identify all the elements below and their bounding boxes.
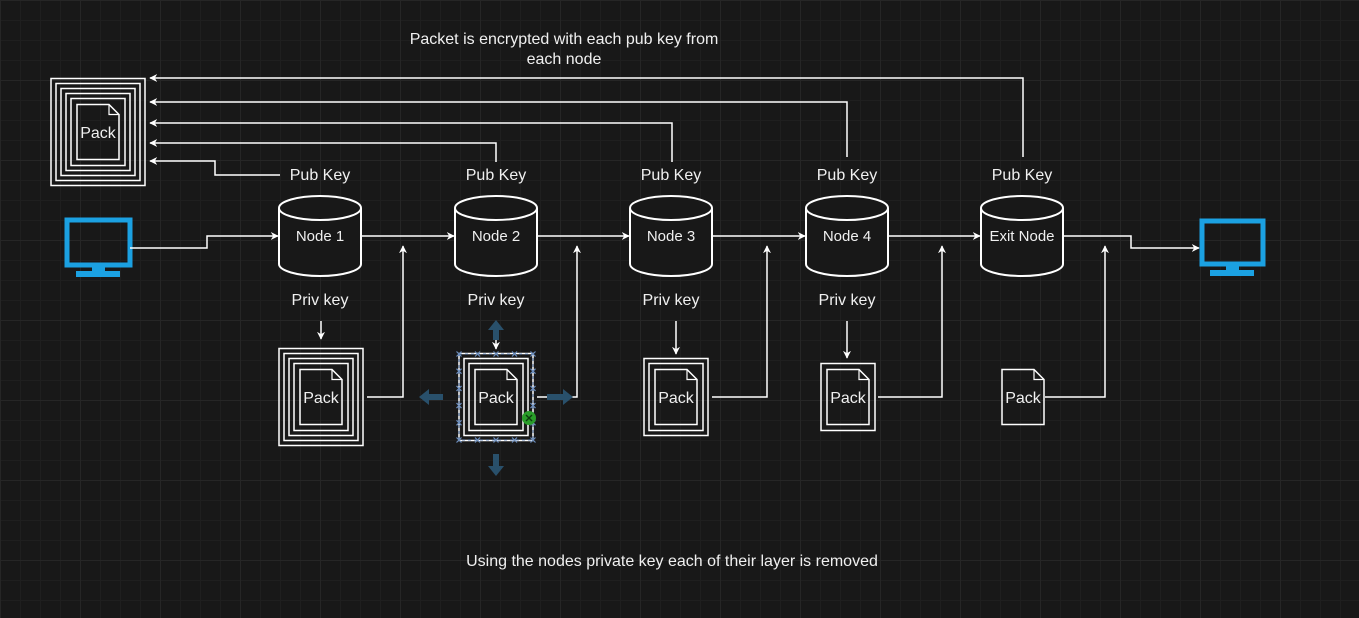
- priv-key-label-1: Priv key: [292, 292, 349, 309]
- node-3-cylinder-icon[interactable]: Node 3: [629, 195, 713, 277]
- node-2-label: Node 2: [472, 228, 520, 245]
- resize-handle[interactable]: [456, 368, 462, 375]
- node-2-cylinder-icon[interactable]: Node 2: [454, 195, 538, 277]
- pub-key-label-5: Pub Key: [992, 167, 1052, 184]
- encryption-layer: [468, 362, 524, 432]
- document-icon: [826, 368, 870, 426]
- node-5-cylinder-icon[interactable]: Exit Node: [980, 195, 1064, 277]
- node-3-label: Node 3: [647, 228, 695, 245]
- resize-handle[interactable]: [456, 385, 462, 392]
- resize-handle[interactable]: [511, 351, 518, 357]
- packet-label: Pack: [830, 390, 867, 407]
- node-4-cylinder-icon[interactable]: Node 4: [805, 195, 889, 277]
- move-left-arrow-icon[interactable]: [419, 389, 443, 405]
- resize-handle[interactable]: [474, 437, 481, 443]
- encrypted-packet[interactable]: Pack: [50, 77, 146, 187]
- pub-key-line-1[interactable]: [149, 157, 280, 176]
- resize-handle[interactable]: [493, 351, 499, 357]
- source-computer-icon[interactable]: [64, 217, 133, 277]
- resize-handle[interactable]: [511, 437, 518, 443]
- edge-computer-to-node-1[interactable]: [130, 232, 279, 249]
- pub-key-label-4: Pub Key: [817, 167, 877, 184]
- resize-handle[interactable]: [493, 437, 499, 443]
- bottom-note: Using the nodes private key each of thei…: [466, 553, 878, 570]
- encryption-layer: [820, 362, 876, 432]
- resize-handle[interactable]: [530, 368, 536, 375]
- packet-to-flow-1[interactable]: [367, 245, 407, 398]
- packet-to-flow-2[interactable]: [537, 245, 581, 398]
- packet-label: Pack: [80, 125, 117, 142]
- top-note-line-1: Packet is encrypted with each pub key fr…: [410, 31, 719, 48]
- node-1-label: Node 1: [296, 228, 344, 245]
- encryption-layer: [643, 357, 709, 437]
- encryption-layer: [50, 77, 146, 187]
- document-icon: [654, 368, 698, 426]
- node-5-label: Exit Node: [989, 228, 1054, 245]
- packet-label: Pack: [303, 390, 340, 407]
- resize-handle[interactable]: [474, 351, 481, 357]
- resize-handle[interactable]: [530, 351, 536, 357]
- encryption-layer: [648, 362, 704, 432]
- resize-handle[interactable]: [530, 437, 536, 443]
- encryption-layer: [293, 362, 349, 432]
- pub-key-label-1: Pub Key: [290, 167, 350, 184]
- encryption-layer: [278, 347, 364, 447]
- packet-stack-2[interactable]: Pack: [458, 352, 534, 442]
- selection-handles[interactable]: [419, 320, 573, 476]
- move-down-arrow-icon[interactable]: [488, 454, 504, 476]
- priv-key-label-2: Priv key: [468, 292, 525, 309]
- priv-key-label-3: Priv key: [643, 292, 700, 309]
- encryption-layer: [65, 92, 131, 172]
- node-4-label: Node 4: [823, 228, 871, 245]
- pub-key-line-4[interactable]: [149, 98, 848, 157]
- pub-key-line-2[interactable]: [149, 139, 497, 162]
- packet-stack-1[interactable]: Pack: [278, 347, 364, 447]
- edge-exit-node-to-computer[interactable]: [1063, 235, 1200, 252]
- encryption-layer: [283, 352, 359, 442]
- packet-to-flow-5[interactable]: [1045, 245, 1109, 398]
- destination-computer-icon[interactable]: [1199, 218, 1266, 276]
- encryption-layer: [60, 87, 136, 177]
- packet-stack-3[interactable]: Pack: [643, 357, 709, 437]
- packet-stack-5[interactable]: Pack: [1001, 368, 1045, 426]
- pub-key-label-3: Pub Key: [641, 167, 701, 184]
- packet-label: Pack: [658, 390, 695, 407]
- encryption-layer: [70, 97, 126, 167]
- resize-handle[interactable]: [530, 402, 536, 409]
- encryption-layer: [288, 357, 354, 437]
- priv-key-label-4: Priv key: [819, 292, 876, 309]
- move-up-arrow-icon[interactable]: [488, 320, 504, 340]
- document-icon: [1001, 368, 1045, 426]
- document-icon: [299, 368, 343, 426]
- packet-label: Pack: [1005, 390, 1042, 407]
- encryption-layer: [55, 82, 141, 182]
- resize-handle[interactable]: [456, 351, 462, 357]
- pub-key-line-5[interactable]: [149, 74, 1024, 157]
- pub-key-line-3[interactable]: [149, 119, 673, 162]
- node-1-cylinder-icon[interactable]: Node 1: [278, 195, 362, 277]
- packet-to-flow-3[interactable]: [712, 245, 771, 398]
- resize-handle[interactable]: [456, 419, 462, 426]
- encryption-layer: [463, 357, 529, 437]
- top-note-line-2: each node: [527, 51, 602, 68]
- resize-handle[interactable]: [530, 385, 536, 392]
- resize-handle[interactable]: [456, 437, 462, 443]
- document-icon: [76, 103, 120, 161]
- move-right-arrow-icon[interactable]: [547, 389, 573, 405]
- packet-to-flow-4[interactable]: [878, 245, 946, 398]
- packet-label: Pack: [478, 390, 515, 407]
- resize-handle[interactable]: [456, 402, 462, 409]
- packet-stack-4[interactable]: Pack: [820, 362, 876, 432]
- pub-key-label-2: Pub Key: [466, 167, 526, 184]
- document-icon: [474, 368, 518, 426]
